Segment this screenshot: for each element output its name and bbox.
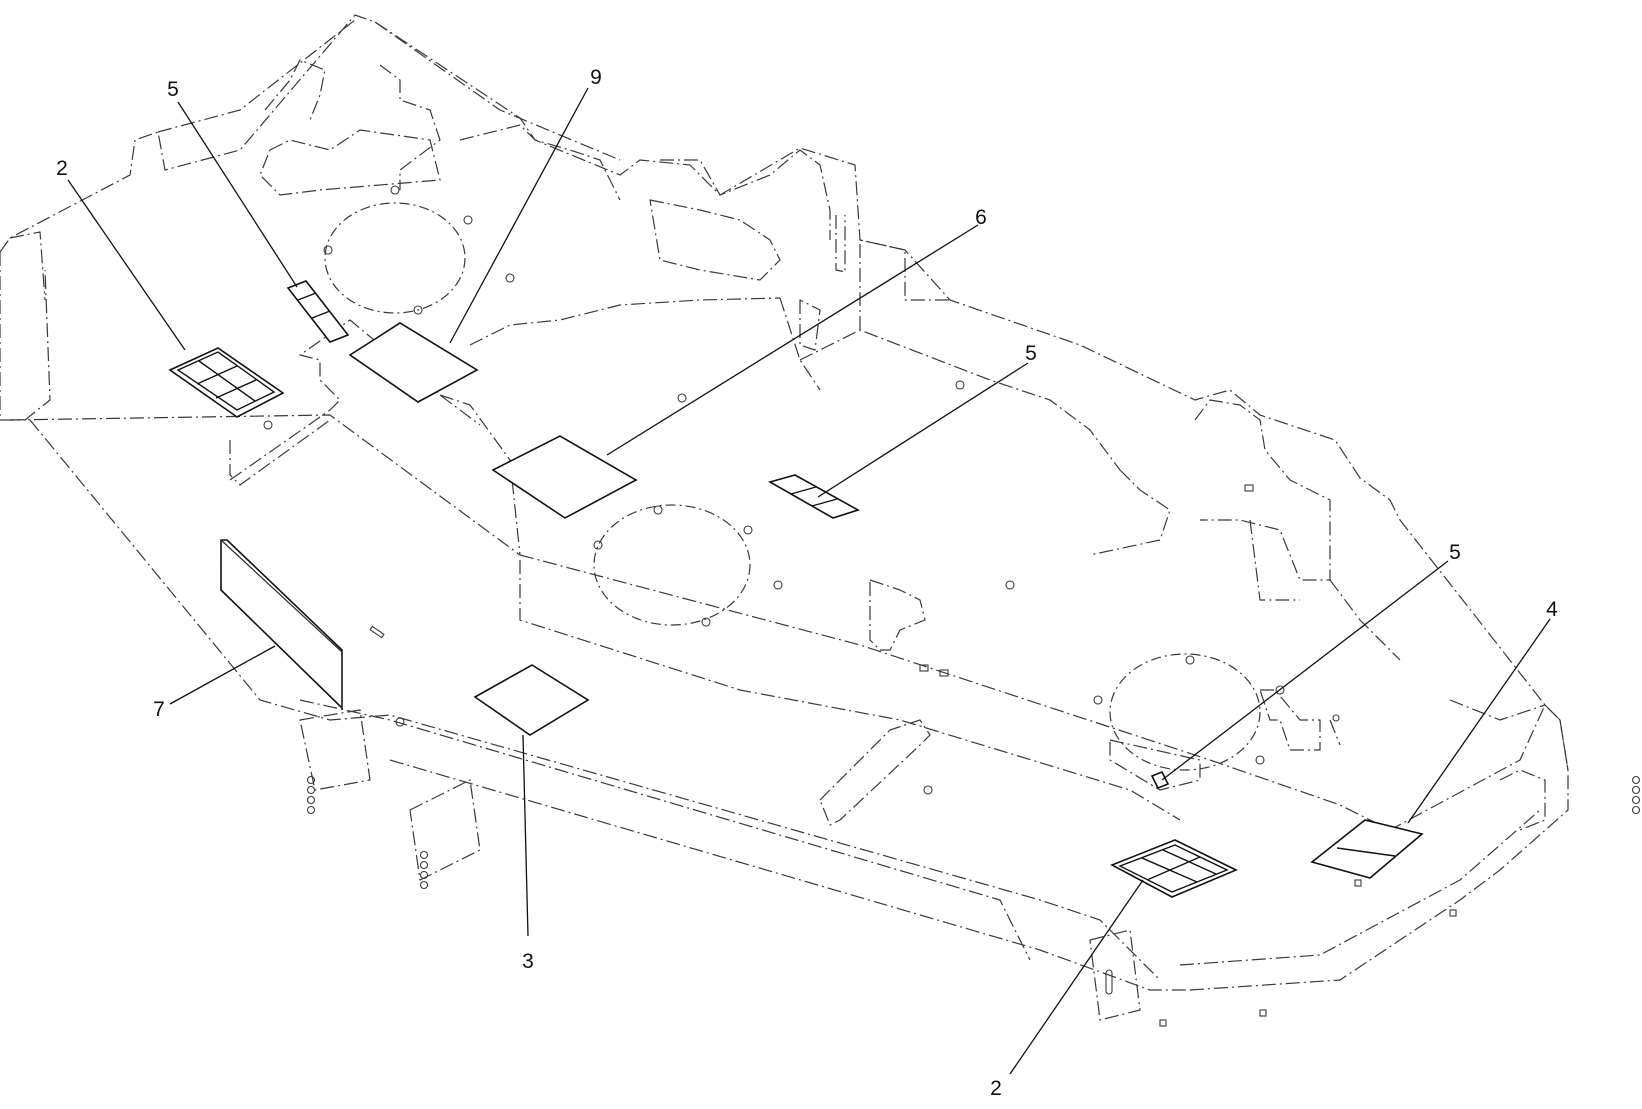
leader-4: [1407, 618, 1551, 824]
callout-3: 3: [522, 950, 534, 973]
callout-7: 7: [153, 698, 165, 721]
spindle-cutout-left: [324, 202, 466, 314]
decal-9: [348, 322, 479, 403]
decals: [168, 280, 1424, 898]
leader-2-bottom: [1009, 879, 1144, 1075]
callout-5-center: 5: [1025, 342, 1037, 365]
decal-3: [473, 664, 590, 736]
deck-features: [263, 185, 1641, 1027]
decal-2-top-left: [168, 347, 285, 418]
deck-outline: [0, 14, 1569, 1021]
callout-6: 6: [975, 206, 987, 229]
decal-5-center: [767, 474, 861, 519]
decal-4: [1310, 819, 1424, 879]
decal-7: [220, 539, 343, 710]
callout-5-right: 5: [1449, 541, 1461, 564]
leader-5-right: [1161, 560, 1449, 781]
callout-5-top-left: 5: [167, 78, 179, 101]
decal-5-right: [1150, 770, 1170, 790]
leader-7: [169, 645, 276, 705]
callout-4: 4: [1546, 598, 1558, 621]
callout-labels: 2 5 9 6 5 5 4 7 3 2: [56, 66, 1558, 1100]
leader-2-top-left: [67, 179, 186, 351]
callout-9: 9: [590, 66, 602, 89]
leader-5-center: [817, 362, 1029, 498]
callout-2-top-left: 2: [56, 157, 68, 180]
callout-2-bottom: 2: [990, 1077, 1002, 1100]
decal-2-bottom: [1110, 839, 1238, 898]
spindle-cutout-center: [593, 504, 751, 626]
height-adjust-holes: [306, 775, 1641, 890]
leader-6: [606, 224, 979, 456]
leader-lines: [67, 87, 1551, 1075]
leader-5-top-left: [177, 101, 298, 288]
leader-3: [522, 734, 529, 937]
leader-9: [449, 87, 589, 344]
bolt-holes: [263, 185, 1340, 795]
decal-5-top-left: [286, 280, 350, 343]
spindle-cutout-right: [1109, 653, 1261, 771]
decal-6: [491, 435, 638, 519]
